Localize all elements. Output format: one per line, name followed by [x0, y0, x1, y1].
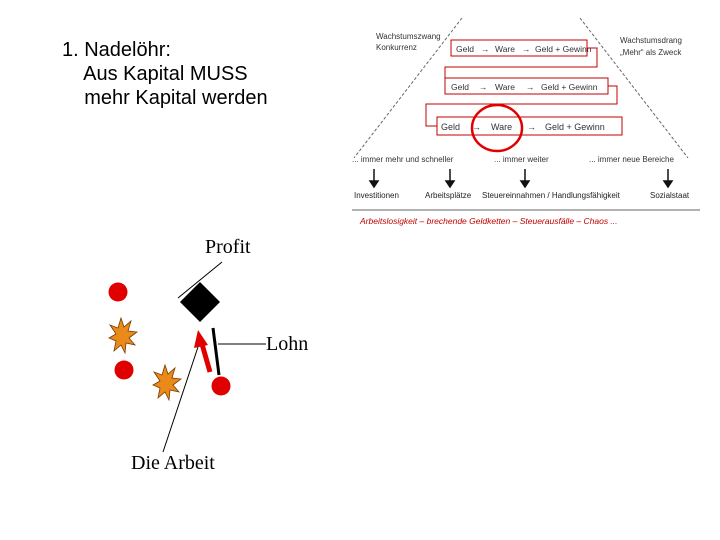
tendency-1: ... immer mehr und schneller: [352, 155, 454, 164]
row3-gewinn: Geld + Gewinn: [545, 122, 605, 132]
profit-label: Profit: [205, 236, 251, 258]
tendency-2: ... immer weiter: [494, 155, 549, 164]
arbeit-leader-line: [162, 340, 201, 453]
arbeit-arrow-head: [194, 330, 208, 348]
down-arrow-icon: [519, 180, 531, 189]
row1-geld: Geld: [456, 44, 474, 54]
heading-line-2: Aus Kapital MUSS: [62, 63, 248, 85]
heading-line-3: mehr Kapital werden: [62, 87, 268, 109]
right-title-2: „Mehr“ als Zweck: [620, 48, 682, 57]
lohn-label: Lohn: [266, 333, 309, 355]
burst-icon: [152, 363, 183, 402]
red-dot: [211, 376, 231, 396]
arbeit-arrow-shaft: [199, 343, 213, 373]
row3-arrow-a: →: [472, 122, 481, 132]
down-arrow-icon: [368, 180, 380, 189]
arbeit-label: Die Arbeit: [131, 452, 215, 474]
red-dot: [108, 282, 128, 302]
row3-arrow-b: →: [527, 122, 536, 132]
profit-diamond: [180, 282, 220, 322]
row2-arrow-b: →: [526, 82, 535, 92]
row2-ware: Ware: [495, 82, 515, 92]
row3-geld: Geld: [441, 122, 460, 132]
connector-1-2: [444, 47, 598, 78]
area-investitionen: Investitionen: [354, 191, 399, 200]
red-dot: [114, 360, 134, 380]
row1-arrow-a: →: [481, 44, 490, 54]
highlight-circle: [470, 103, 524, 153]
row2-geld: Geld: [451, 82, 469, 92]
right-title-1: Wachstumsdrang: [620, 36, 682, 45]
left-title-1: Wachstumszwang: [376, 32, 441, 41]
cycle-row-3: [436, 116, 623, 136]
row2-gewinn: Geld + Gewinn: [541, 82, 598, 92]
area-arbeitsplaetze: Arbeitsplätze: [425, 191, 472, 200]
heading-line-1: 1. Nadelöhr:: [62, 39, 171, 61]
row1-gewinn: Geld + Gewinn: [535, 44, 592, 54]
row1-ware: Ware: [495, 44, 515, 54]
profit-leader-line: [177, 261, 223, 299]
heading: 1. Nadelöhr: Aus Kapital MUSS mehr Kapit…: [62, 38, 268, 110]
funnel-right-line: [579, 17, 689, 159]
row1-arrow-b: →: [522, 44, 531, 54]
down-arrow-icon: [662, 180, 674, 189]
lohn-bar: [211, 327, 221, 376]
crisis-line: Arbeitslosigkeit – brechende Geldketten …: [359, 216, 618, 226]
tendency-3: ... immer neue Bereiche: [589, 155, 674, 164]
row2-arrow-a: →: [479, 82, 488, 92]
connector-2-3: [425, 85, 618, 127]
funnel-left-line: [353, 17, 463, 159]
area-sozialstaat: Sozialstaat: [650, 191, 690, 200]
down-arrows: [368, 169, 674, 189]
row3-ware: Ware: [491, 122, 512, 132]
down-arrow-icon: [444, 180, 456, 189]
burst-icon: [108, 316, 139, 355]
area-steuereinnahmen: Steuereinnahmen / Handlungsfähigkeit: [482, 191, 621, 200]
left-title-2: Konkurrenz: [376, 43, 417, 52]
